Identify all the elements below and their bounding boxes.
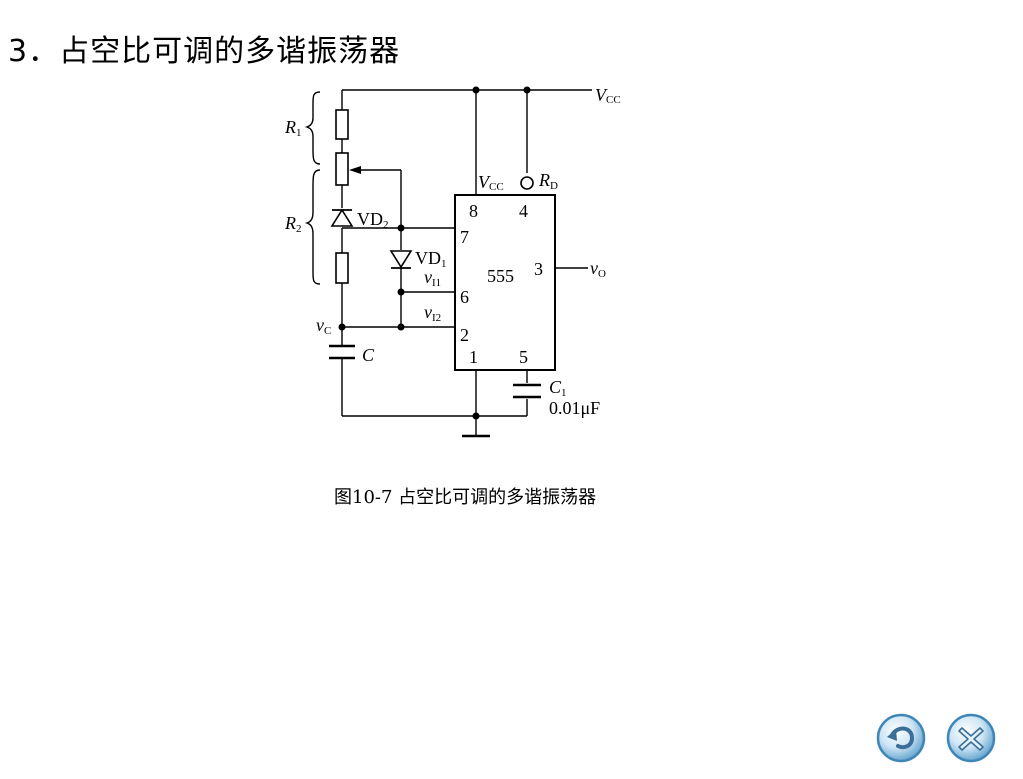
r2-sub: 2 xyxy=(296,223,302,235)
pin-5: 5 xyxy=(519,347,528,367)
vc-label: v xyxy=(316,315,324,335)
svg-text:C1: C1 xyxy=(549,377,567,399)
pin-3: 3 xyxy=(534,259,543,279)
r1-label: R xyxy=(284,117,296,137)
c1-sub: 1 xyxy=(561,387,567,399)
svg-text:R1: R1 xyxy=(284,117,302,139)
vi1-sub: I1 xyxy=(432,277,441,289)
svg-text:vC: vC xyxy=(316,315,331,337)
slide-title: 3．占空比可调的多谐振荡器 xyxy=(8,34,401,69)
pin-4: 4 xyxy=(519,201,528,221)
pin-2: 2 xyxy=(460,325,469,345)
svg-text:VD2: VD2 xyxy=(357,209,389,231)
pin-vcc-label: V xyxy=(478,172,491,192)
svg-text:vO: vO xyxy=(590,258,606,280)
back-arrow-icon xyxy=(876,713,926,763)
vd1-label: VD xyxy=(415,248,441,268)
svg-text:VCC: VCC xyxy=(595,85,621,106)
close-x-icon xyxy=(946,713,996,763)
svg-text:vI2: vI2 xyxy=(424,302,441,324)
svg-text:vI1: vI1 xyxy=(424,267,441,289)
svg-text:RD: RD xyxy=(538,170,558,192)
svg-text:R2: R2 xyxy=(284,213,302,235)
ic-name: 555 xyxy=(487,266,514,286)
svg-text:VCC: VCC xyxy=(478,172,504,193)
vd2-sub: 2 xyxy=(383,219,389,231)
vo-label: v xyxy=(590,258,598,278)
r2-label: R xyxy=(284,213,296,233)
r1-sub: 1 xyxy=(296,127,302,139)
svg-text:VD1: VD1 xyxy=(415,248,447,270)
c1-value: 0.01μF xyxy=(549,398,600,418)
figure-caption: 图10-7 占空比可调的多谐振荡器 xyxy=(334,487,597,508)
vo-sub: O xyxy=(598,268,606,280)
pin-6: 6 xyxy=(460,287,469,307)
supply-label: V xyxy=(595,85,608,105)
vd1-sub: 1 xyxy=(441,258,447,270)
pin-rd-sub: D xyxy=(550,180,558,192)
cap-label: C xyxy=(362,345,375,365)
vi2-label: v xyxy=(424,302,432,322)
vi2-sub: I2 xyxy=(432,312,441,324)
c1-label: C xyxy=(549,377,562,397)
back-button[interactable] xyxy=(876,713,926,763)
pin-7: 7 xyxy=(460,227,469,247)
close-button[interactable] xyxy=(946,713,996,763)
supply-sub: CC xyxy=(606,94,621,106)
pin-1: 1 xyxy=(469,347,478,367)
vi1-label: v xyxy=(424,267,432,287)
vc-sub: C xyxy=(324,325,331,337)
pin-8: 8 xyxy=(469,201,478,221)
vd2-label: VD xyxy=(357,209,383,229)
pin-rd-label: R xyxy=(538,170,550,190)
pin-vcc-sub: CC xyxy=(489,181,504,193)
